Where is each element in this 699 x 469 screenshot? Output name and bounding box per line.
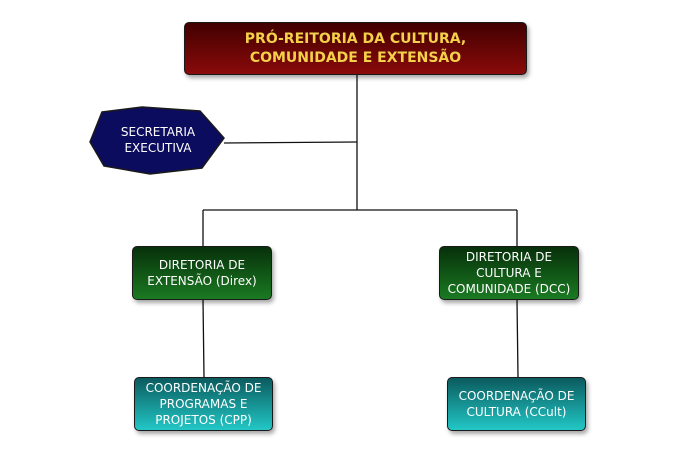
direx-label: DIRETORIA DE EXTENSÃO (Direx) <box>147 258 257 288</box>
ccult-label: COORDENAÇÃO DE CULTURA (CCult) <box>458 389 575 419</box>
secretaria-hexagon <box>89 106 225 175</box>
connector-direx-cpp <box>202 299 205 378</box>
cpp-box: COORDENAÇÃO DE PROGRAMAS E PROJETOS (CPP… <box>134 377 273 431</box>
dcc-label: DIRETORIA DE CULTURA E COMUNIDADE (DCC) <box>447 250 571 296</box>
direx-box: DIRETORIA DE EXTENSÃO (Direx) <box>132 246 272 300</box>
pro-reitoria-label: PRÓ-REITORIA DA CULTURA, COMUNIDADE E EX… <box>244 30 467 66</box>
cpp-label: COORDENAÇÃO DE PROGRAMAS E PROJETOS (CPP… <box>145 381 262 427</box>
connector-dcc-ccult <box>516 299 519 378</box>
ccult-box: COORDENAÇÃO DE CULTURA (CCult) <box>447 377 586 431</box>
secretaria-label: SECRETARIA EXECUTIVA <box>120 125 196 155</box>
dcc-box: DIRETORIA DE CULTURA E COMUNIDADE (DCC) <box>439 246 579 300</box>
pro-reitoria-box: PRÓ-REITORIA DA CULTURA, COMUNIDADE E EX… <box>184 22 527 75</box>
connector-secretaria <box>223 141 358 144</box>
